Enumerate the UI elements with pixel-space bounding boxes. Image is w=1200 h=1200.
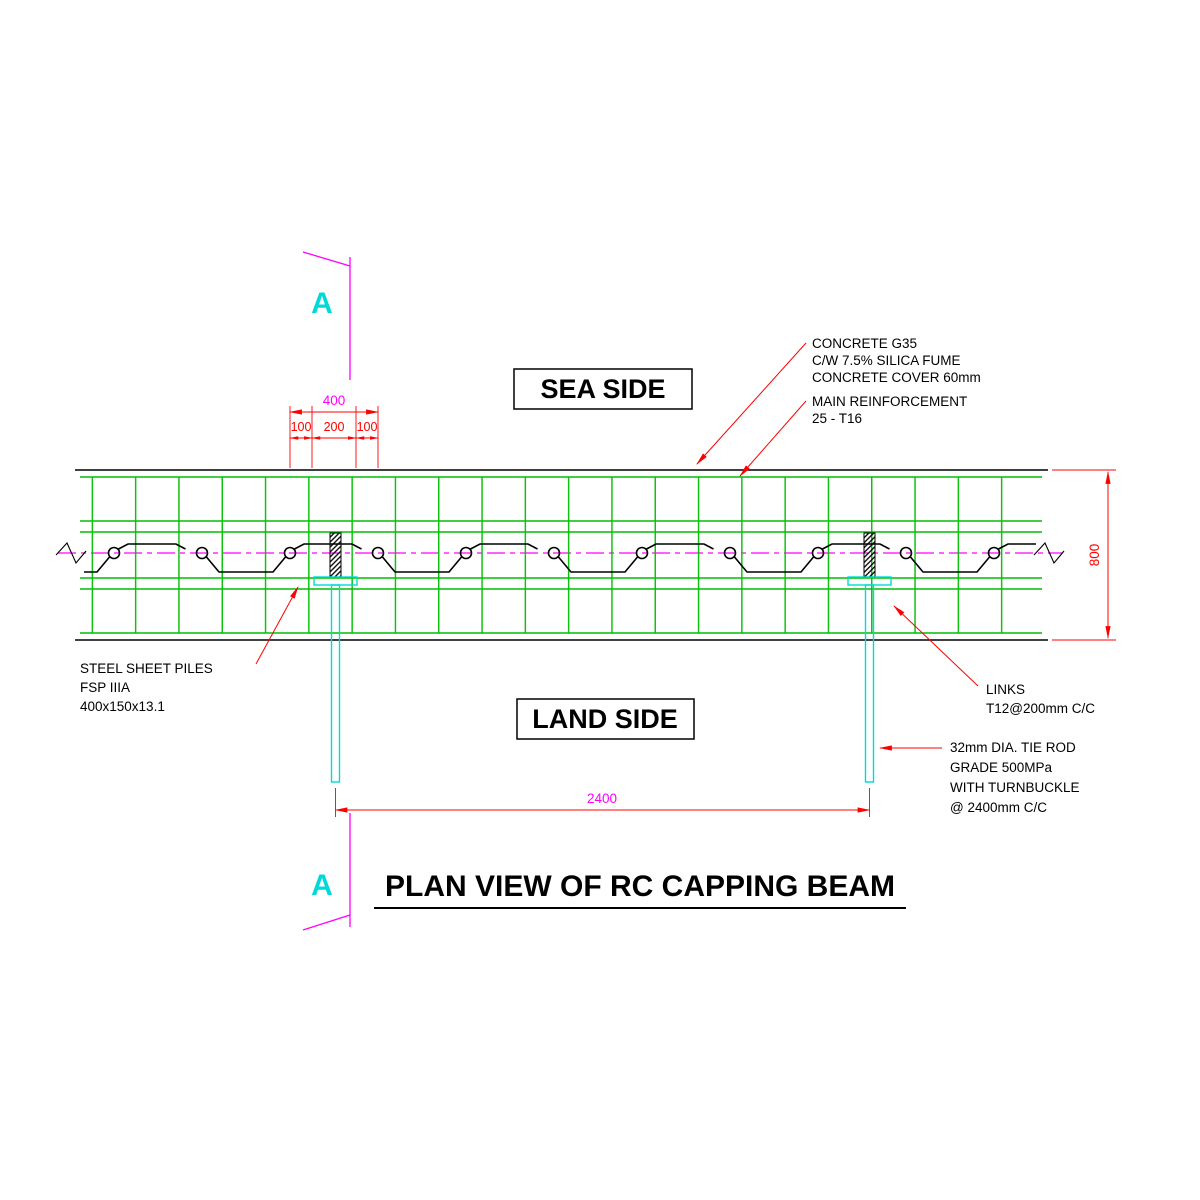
dim-text-400: 400	[323, 393, 346, 408]
beam-outline	[75, 469, 1048, 641]
dim-text-800: 800	[1087, 544, 1102, 567]
note-sheet-piles-line2: FSP IIIA	[80, 680, 130, 695]
dim-pile-sublayout: 100 200 100	[289, 420, 379, 440]
dim-text-100-right: 100	[357, 420, 378, 434]
land-side-label: LAND SIDE	[516, 698, 695, 740]
drawing-title: PLAN VIEW OF RC CAPPING BEAM	[374, 870, 906, 909]
leader-links	[893, 605, 979, 687]
note-reinforcement: MAIN REINFORCEMENT 25 - T16	[812, 394, 967, 426]
dim-tie-rod-spacing: 2400	[334, 788, 871, 817]
leader-sheet-piles	[255, 586, 299, 665]
note-links-line2: T12@200mm C/C	[986, 701, 1095, 716]
note-links: LINKS T12@200mm C/C	[986, 682, 1095, 716]
sea-side-label: SEA SIDE	[513, 368, 693, 410]
note-reinforcement-line2: 25 - T16	[812, 411, 862, 426]
sheet-pile-wave	[84, 513, 1036, 593]
sea-side-text: SEA SIDE	[540, 374, 665, 404]
dim-text-2400: 2400	[587, 791, 617, 806]
land-side-text: LAND SIDE	[532, 704, 678, 734]
note-sheet-piles-line3: 400x150x13.1	[80, 699, 165, 714]
note-concrete: CONCRETE G35 C/W 7.5% SILICA FUME CONCRE…	[812, 336, 981, 385]
section-marker-top: A	[302, 251, 351, 380]
section-letter-top: A	[311, 287, 333, 320]
note-tie-rod-line2: GRADE 500MPa	[950, 760, 1053, 775]
section-marker-bottom: A	[302, 813, 351, 931]
note-tie-rod-line4: @ 2400mm C/C	[950, 800, 1047, 815]
break-mark-left-icon	[55, 542, 87, 565]
note-sheet-piles: STEEL SHEET PILES FSP IIIA 400x150x13.1	[80, 661, 213, 714]
dim-text-200: 200	[324, 420, 345, 434]
note-tie-rod: 32mm DIA. TIE ROD GRADE 500MPa WITH TURN…	[950, 740, 1080, 815]
dim-text-100-left: 100	[291, 420, 312, 434]
leader-lines	[255, 342, 979, 751]
note-sheet-piles-line1: STEEL SHEET PILES	[80, 661, 213, 676]
note-concrete-line3: CONCRETE COVER 60mm	[812, 370, 981, 385]
section-letter-bottom: A	[311, 869, 333, 902]
note-tie-rod-line3: WITH TURNBUCKLE	[950, 780, 1080, 795]
note-concrete-line2: C/W 7.5% SILICA FUME	[812, 353, 961, 368]
note-concrete-line1: CONCRETE G35	[812, 336, 917, 351]
leader-reinforcement	[739, 400, 807, 477]
note-links-line1: LINKS	[986, 682, 1025, 697]
note-tie-rod-line1: 32mm DIA. TIE ROD	[950, 740, 1076, 755]
note-reinforcement-line1: MAIN REINFORCEMENT	[812, 394, 967, 409]
drawing-title-text: PLAN VIEW OF RC CAPPING BEAM	[385, 870, 895, 903]
tie-rod-left	[330, 584, 341, 783]
leader-concrete	[696, 342, 807, 465]
tie-rod-right	[864, 584, 875, 783]
dim-beam-depth: 800	[1052, 469, 1116, 641]
